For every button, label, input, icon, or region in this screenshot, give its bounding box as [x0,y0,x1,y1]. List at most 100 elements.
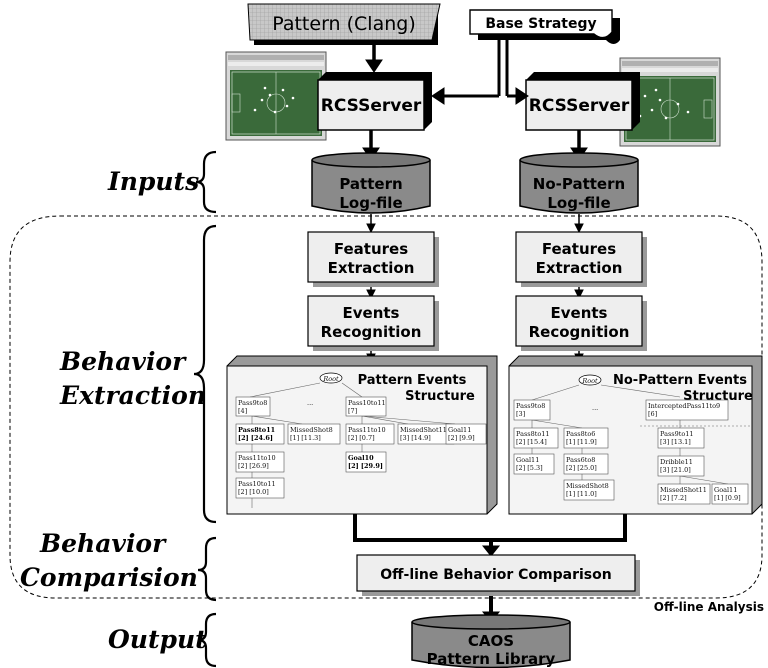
pattern-node-stats: [3] [14.9] [400,434,431,442]
pattern-node-stats: [2] [29.9] [348,462,383,470]
events-left-line2: Recognition [321,323,422,341]
pattern-tree-node: MissedShot11[3] [14.9] [397,423,455,445]
nopattern-tree-node: Pass6to8[2] [25.0] [563,453,609,475]
nopattern-node-stats: [3] [13.1] [660,438,691,446]
events-recognition-right: Events Recognition [515,295,647,351]
pattern-clang-box: Pattern (Clang) [247,3,441,45]
nopattern-node-stats: [1] [11.9] [566,438,597,446]
pattern-structure-title1: Pattern Events [358,373,467,388]
nopattern-root: Root [581,377,598,385]
pattern-node-stats: [2] [9.9] [448,434,475,442]
label-output: Output [108,625,207,654]
nopattern-tree-node: MissedShot11[2] [7.2] [657,483,711,505]
features-extraction-left: Features Extraction [307,231,439,287]
nopattern-tree-node: Pass9to8[3] [513,399,551,421]
nopattern-logfile-line1: No-Pattern [533,175,625,193]
side-labels: Inputs Behavior Extraction Behavior Comp… [20,167,207,654]
rcsserver-left-label: RCSServer [321,96,422,116]
pattern-node-stats: [2] [26.9] [238,462,269,470]
nopattern-node-label: Pass6to8 [566,456,595,464]
nopattern-node-label: MissedShot8 [566,482,609,490]
label-behavior-extraction-1: Behavior [59,347,187,376]
pattern-tree-node: Pass10to11[2] [10.0] [235,477,285,499]
nopattern-node-stats: [2] [5.3] [516,464,543,472]
left-monitor-screenshot [225,51,327,141]
offline-analysis-region [9,215,763,599]
nopattern-node-stats: [3] [516,410,525,418]
nopattern-node-label: MissedShot11 [660,486,707,494]
braces [193,150,217,668]
nopattern-tree-node: Goal11[2] [5.3] [513,453,555,475]
nopattern-events-structure: No-Pattern Events Structure Root ... Pas… [508,355,763,515]
pattern-node-stats: [7] [348,407,357,415]
pattern-tree-node: Pass11to10[2] [26.9] [235,451,285,473]
rcsserver-left: RCSServer [317,72,432,131]
nopattern-node-label: InterceptedPass11to9 [648,402,720,410]
label-behavior-comparison-1: Behavior [39,529,167,558]
pattern-tree-node: Goal10[2] [29.9] [345,451,387,473]
pattern-logfile-db: Pattern Log-file [311,152,431,214]
top-connectors [362,34,588,161]
events-left-line1: Events [343,304,400,322]
nopattern-node-label: Pass9to8 [516,402,545,410]
nopattern-logfile-db: No-Pattern Log-file [519,152,639,214]
pattern-node-label: Pass10to11 [348,399,386,407]
nopattern-node-stats: [6] [648,410,657,418]
nopattern-tree-node: Goal11[1] [0.9] [711,483,749,505]
base-strategy-box: Base Strategy [469,9,620,44]
nopattern-tree-node: Pass8to11[2] [15.4] [513,427,559,449]
label-behavior-comparison-2: Comparision [20,563,198,592]
pattern-node-label: MissedShot11 [400,426,447,434]
pattern-node-stats: [1] [11.3] [290,434,321,442]
pattern-tree-node: Pass8to11[2] [24.6] [235,423,285,445]
nopattern-node-label: Pass9to11 [660,430,694,438]
nopattern-tree-node: Dribble11[3] [21.0] [657,455,705,477]
rcsserver-right-label: RCSServer [529,96,630,116]
nopattern-node-label: Pass8to11 [516,430,550,438]
nopattern-tree-node: MissedShot8[1] [11.0] [563,479,615,501]
events-recognition-left: Events Recognition [307,295,439,351]
features-right-line1: Features [542,240,616,258]
label-inputs: Inputs [107,167,199,196]
features-extraction-right: Features Extraction [515,231,647,287]
nopattern-node-label: Dribble11 [660,458,693,466]
nopattern-node-stats: [2] [7.2] [660,494,687,502]
nopattern-tree-node: InterceptedPass11to9[6] [645,399,729,421]
features-left-line2: Extraction [328,259,415,277]
pattern-tree-node: Pass11to10[2] [0.7] [345,423,395,445]
pattern-logfile-line1: Pattern [339,175,402,193]
pattern-node-stats: [4] [238,407,247,415]
nopattern-node-stats: [3] [21.0] [660,466,691,474]
pattern-node-label: MissedShot8 [290,426,333,434]
pattern-node-label: Pass11to10 [238,454,276,462]
pattern-root: Root [322,375,339,383]
pattern-node-label: Pass10to11 [238,480,276,488]
pattern-tree-node: Pass9to8[4] [235,396,271,417]
pattern-node-label: Goal10 [348,454,374,462]
offline-analysis-label: Off-line Analysis [654,600,764,614]
nopattern-tree-node: Pass8to6[1] [11.9] [563,427,609,449]
nopattern-tree-node: Pass9to11[3] [13.1] [657,427,705,449]
label-behavior-extraction-2: Extraction [59,381,206,410]
nopattern-ellipsis: ... [592,404,598,412]
offline-comparison-box: Off-line Behavior Comparison [356,554,640,596]
pattern-node-stats: [2] [10.0] [238,488,269,496]
pattern-clang-label: Pattern (Clang) [272,13,416,35]
events-right-line2: Recognition [529,323,630,341]
nopattern-node-label: Goal11 [714,486,737,494]
pattern-node-label: Goal11 [448,426,471,434]
features-left-line1: Features [334,240,408,258]
nopattern-structure-title1: No-Pattern Events [613,373,747,388]
pattern-structure-title2: Structure [405,389,475,404]
pattern-ellipsis: ... [307,399,313,407]
pattern-node-label: Pass8to11 [238,426,275,434]
library-line1: CAOS [468,632,514,650]
nopattern-node-label: Pass8to6 [566,430,595,438]
nopattern-node-stats: [2] [25.0] [566,464,597,472]
pattern-node-label: Pass9to8 [238,399,267,407]
events-right-line1: Events [551,304,608,322]
rcsserver-right: RCSServer [525,72,640,131]
features-right-line2: Extraction [536,259,623,277]
pattern-node-label: Pass11to10 [348,426,386,434]
